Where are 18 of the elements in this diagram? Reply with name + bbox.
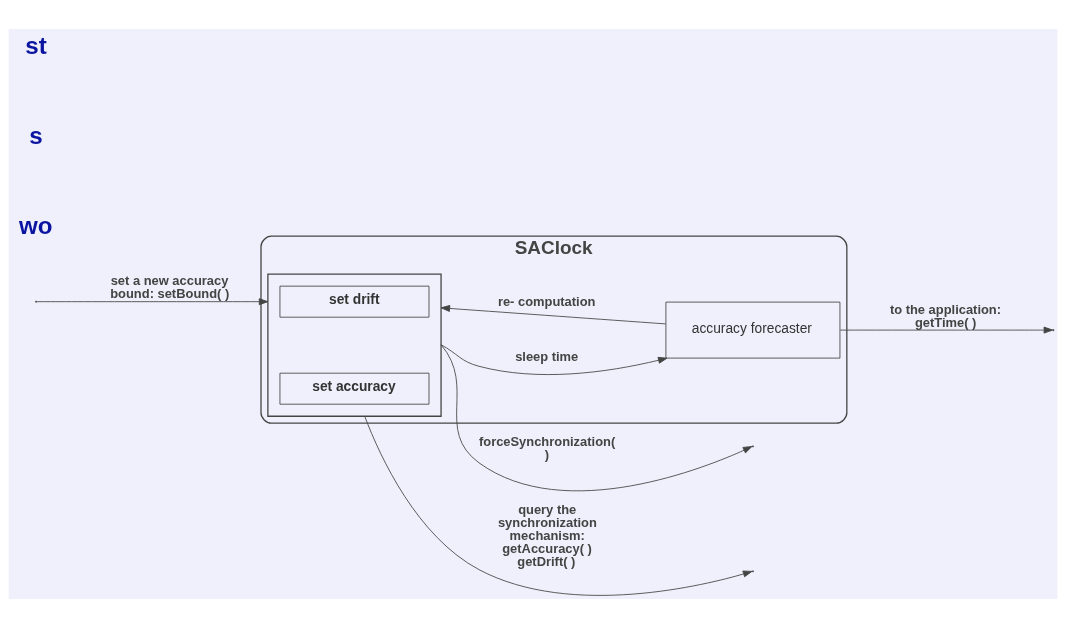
arrow [440, 344, 753, 492]
edge-label: re- computation [497, 293, 596, 309]
arrow [36, 298, 269, 306]
node-box: set accuracy [279, 372, 430, 405]
arrow [440, 344, 668, 375]
label: s [29, 121, 43, 149]
label: wo [18, 211, 53, 239]
cluster [267, 273, 442, 417]
node-box: accuracy forecaster [665, 301, 841, 359]
edge-label: query the synchronization mechanism: getAccuracy( ) getDrift( ) [497, 502, 597, 570]
edge-label: forceSynchronization( ) [478, 434, 616, 463]
label: st [25, 32, 47, 60]
arrow [364, 415, 753, 596]
edge-label: sleep time [515, 349, 579, 365]
node-box: set drift [279, 285, 430, 318]
edge-label: set a new accuracy bound: setBound( ) [110, 273, 230, 302]
arrow [440, 305, 667, 325]
edge-label: to the application: getTime( ) [889, 301, 1002, 330]
